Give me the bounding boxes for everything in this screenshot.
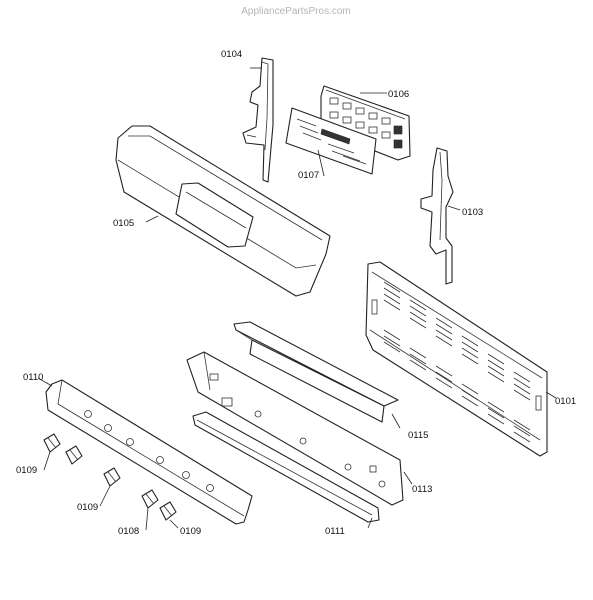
knob-0109-c[interactable] <box>103 467 121 487</box>
label-0105: 0105 <box>113 218 134 229</box>
part-0111-bottom-rail[interactable] <box>192 411 380 523</box>
label-0103: 0103 <box>462 207 483 218</box>
part-0113-panel-mount[interactable] <box>186 351 404 506</box>
part-0104-side-bracket[interactable] <box>242 57 274 183</box>
part-0103-side-bracket[interactable] <box>420 147 454 285</box>
part-0107-touchpad-overlay[interactable] <box>285 107 377 175</box>
knob-0109-a[interactable] <box>43 433 61 453</box>
watermark: AppliancePartsPros.com <box>241 6 351 17</box>
part-0105-backguard[interactable] <box>115 125 331 297</box>
label-0113: 0113 <box>412 484 432 495</box>
label-0106: 0106 <box>388 89 409 100</box>
vent-slots-upper <box>383 281 531 401</box>
part-0110-control-panel[interactable] <box>45 379 253 525</box>
label-0108: 0108 <box>118 526 139 537</box>
part-0115-trim-strip[interactable] <box>233 321 399 423</box>
leader-lines <box>37 67 557 531</box>
label-0104: 0104 <box>221 49 242 60</box>
label-0109-c: 0109 <box>180 526 201 537</box>
knob-0109-b[interactable] <box>65 445 83 465</box>
label-0115: 0115 <box>408 430 428 441</box>
knob-0108[interactable] <box>141 489 159 509</box>
label-0107: 0107 <box>298 170 319 181</box>
part-0106-control-board[interactable] <box>320 85 411 161</box>
part-0101-rear-panel[interactable] <box>365 261 548 457</box>
label-0109-a: 0109 <box>16 465 37 476</box>
label-0111: 0111 <box>325 526 345 537</box>
label-0110: 0110 <box>23 372 43 383</box>
label-0101: 0101 <box>555 396 576 407</box>
vent-slots-lower <box>383 329 531 443</box>
knob-0109-d[interactable] <box>159 501 177 521</box>
label-0109-b: 0109 <box>77 502 98 513</box>
